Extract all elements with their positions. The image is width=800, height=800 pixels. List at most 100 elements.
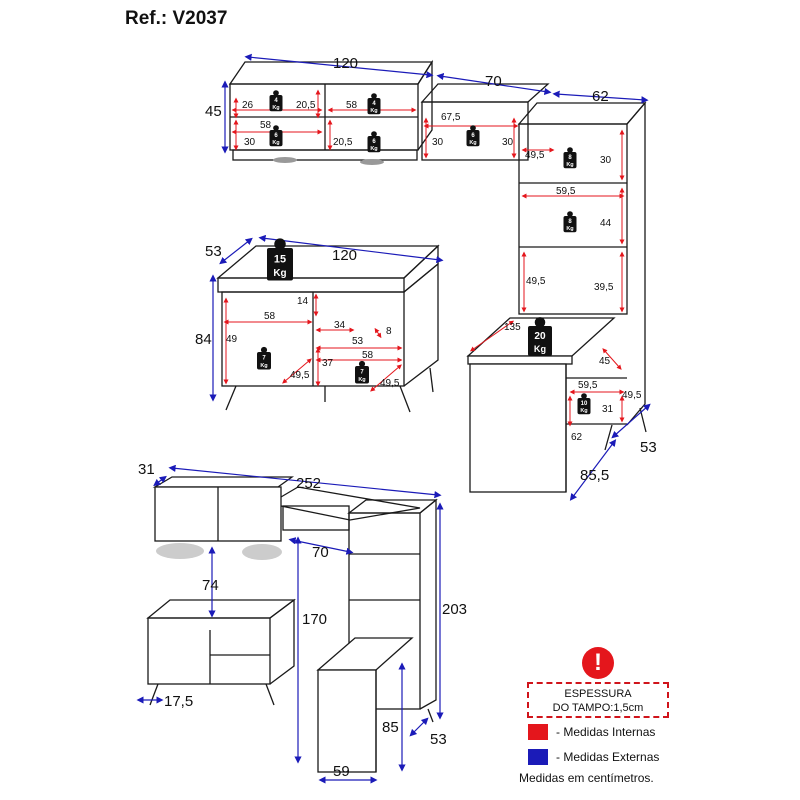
weight-icon: 6Kg [466,125,480,147]
dim-overview-mid: 70 [312,544,329,561]
overview-assembly [146,476,438,773]
desk [466,317,616,493]
legend-internal: - Medidas Internas [556,725,656,739]
dim-int: 34 [334,320,346,331]
dim-overview-total-width: 252 [296,475,321,492]
dim-sink-depth: 53 [205,243,222,260]
units-note: Medidas em centímetros. [519,771,654,785]
dim-int: 8 [386,326,392,337]
weight-unit: Kg [260,363,267,369]
dim-tower-height-desk: 85,5 [580,467,609,484]
dim-int: 59,5 [578,380,598,391]
weight-value: 6 [471,133,475,139]
sink-cabinet [216,244,440,413]
dim-int: 30 [600,155,612,166]
external-dimension-lines [136,53,651,784]
weight-value: 4 [372,101,376,107]
dim-int: 20,5 [333,137,353,148]
external-color-swatch [528,749,548,765]
dim-int: 14 [297,296,309,307]
dim-int: 31 [602,404,614,415]
external-dimension-labels: 120 70 62 45 53 120 84 53 85,5 31 252 70… [138,55,657,780]
weight-unit: Kg [469,140,476,146]
tall-tower [517,101,647,451]
dim-int: 62 [571,432,583,443]
dim-sink-width: 120 [332,247,357,264]
dim-overview-desk-width: 59 [333,763,350,780]
weight-unit: Kg [370,146,377,152]
dim-int: 30 [244,137,256,148]
dim-int: 49,5 [622,390,642,401]
dim-overview-height-total: 203 [442,601,467,618]
dim-int: 30 [502,137,514,148]
dim-tower-depth: 62 [592,88,609,105]
countertop-thickness-note: ESPESSURA DO TAMPO:1,5cm [527,682,669,718]
dim-int: 44 [600,218,612,229]
weight-unit: Kg [566,162,573,168]
weight-icon: 8Kg [563,211,577,233]
internal-dimension-labels: 26 20,5 58 58 30 20,5 30 67,5 30 49,5 30… [226,100,642,443]
dim-overview-desk-depth: 53 [430,731,447,748]
dim-int: 26 [242,100,254,111]
warning-line-2: DO TAMPO:1,5cm [552,702,644,714]
weight-icon: 6Kg [367,131,381,153]
dim-int: 135 [504,322,521,333]
dim-int: 67,5 [441,112,461,123]
weight-unit: Kg [358,377,365,383]
dim-overview-height-mid: 170 [302,611,327,628]
reference-title: Ref.: V2037 [125,8,228,29]
dim-int: 58 [264,311,276,322]
weight-unit: Kg [272,140,279,146]
dim-int: 20,5 [296,100,316,111]
dim-int: 49 [226,334,238,345]
weight-value: 6 [274,133,278,139]
dim-int: 58 [260,120,272,131]
dim-int: 49,5 [290,370,310,381]
dim-tower-depth-lower: 53 [640,439,657,456]
internal-color-swatch [528,724,548,740]
dim-int: 58 [362,350,374,361]
dim-upper-height: 45 [205,103,222,120]
dim-mid-width: 70 [485,73,502,90]
dim-int: 49,5 [380,378,400,389]
dim-overview-desk-height: 85 [382,719,399,736]
dim-int: 59,5 [556,186,576,197]
weight-icon: 6Kg [269,125,283,147]
weight-value: 4 [274,98,278,104]
upper-cabinet [228,59,434,165]
dim-sink-height: 84 [195,331,212,348]
weight-unit: Kg [580,408,587,414]
weight-icon: 4Kg [269,90,283,112]
weight-value: 20 [534,331,546,342]
weight-unit: Kg [566,226,573,232]
dim-overview-gap: 74 [202,577,219,594]
dim-int: 37 [322,358,334,369]
weight-value: 10 [581,401,588,407]
warning-icon: ! [582,647,614,679]
weight-value: 15 [274,253,286,265]
weight-value: 7 [262,356,266,362]
warning-line-1: ESPESSURA [564,688,632,700]
dim-upper-width: 120 [333,55,358,72]
dim-int: 49,5 [526,276,546,287]
dim-int: 49,5 [525,150,545,161]
weight-value: 6 [372,139,376,145]
weight-icon: 8Kg [563,147,577,169]
weight-value: 8 [568,219,572,225]
dim-overview-legs: 17,5 [164,693,193,710]
dim-int: 39,5 [594,282,614,293]
weight-icon: 7Kg [355,360,369,384]
weight-icon: 4Kg [367,93,381,115]
weight-icon: 7Kg [257,346,271,370]
weight-value: 8 [568,155,572,161]
weight-unit: Kg [370,108,377,114]
dim-overview-depth: 31 [138,461,155,478]
dim-int: 53 [352,336,364,347]
weight-value: 7 [360,370,364,376]
legend-external: - Medidas Externas [556,750,660,764]
